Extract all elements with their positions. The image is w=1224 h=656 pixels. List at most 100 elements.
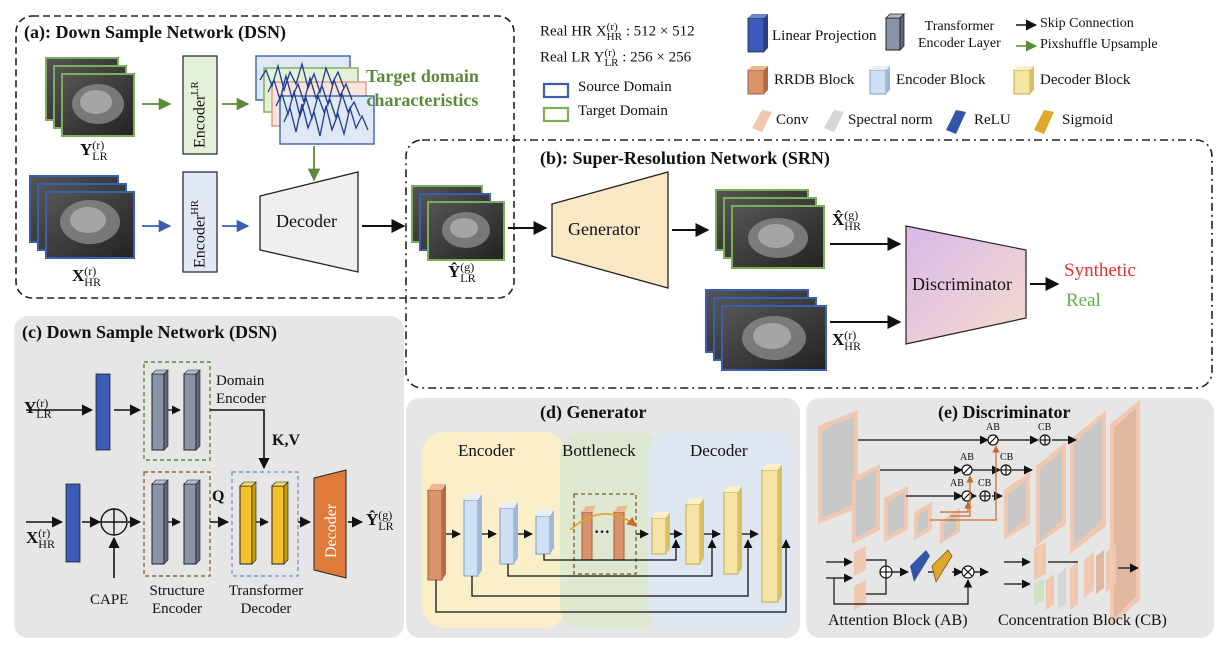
d-bottleneck-label: Bottleneck (562, 441, 636, 460)
legend-relu: ReLU (974, 112, 1011, 128)
c-input-arrows (26, 404, 142, 578)
legend-skip-connection: Skip Connection (1040, 16, 1134, 31)
y-lr-real-label: Y(r)LR (80, 138, 108, 164)
e-cb-label-3: CB (978, 478, 992, 489)
relu-swatch (946, 110, 966, 134)
x-hr-real-b-label: X(r)HR (832, 328, 861, 354)
panel-b-border (405, 139, 1213, 389)
panel-c-title: (c) Down Sample Network (DSN) (22, 322, 277, 342)
legend-real-lr: Real LR Y(r)LR : 256 × 256 (540, 47, 692, 69)
generator-label: Generator (568, 219, 640, 239)
generated-lr-image-stack (411, 185, 505, 261)
x-hr-real-label: X(r)HR (72, 264, 101, 290)
e-skip-connections (858, 435, 1077, 501)
legend-target-domain: Target Domain (578, 103, 668, 119)
cape-label: CAPE (90, 592, 129, 608)
generated-hr-image-stack (715, 189, 825, 269)
c-decoder-shape (313, 469, 347, 579)
c-x-hr-label: X(r)HR (26, 526, 55, 552)
y-lr-generated-label: Ŷ(g)LR (448, 260, 476, 286)
synthetic-label: Synthetic (1064, 260, 1136, 281)
decoder-a-label: Decoder (276, 211, 337, 231)
discriminator-label: Discriminator (912, 274, 1012, 294)
d-encoder-label: Encoder (458, 441, 515, 460)
concentration-block-detail (1004, 542, 1139, 610)
e-orange-links (930, 445, 1000, 521)
legend-spectral-norm: Spectral norm (848, 112, 933, 128)
d-decoder-region (648, 432, 794, 628)
structure-encoder-dashbox (143, 471, 211, 577)
encoder-lr-box (182, 55, 218, 155)
d-decoder-label: Decoder (690, 441, 748, 460)
c-decoder-label: Decoder (323, 503, 340, 558)
d-connections (435, 529, 791, 613)
e-ab-label-3: AB (950, 478, 964, 489)
sigmoid-swatch (1034, 110, 1054, 134)
linear-projection-swatch (747, 14, 768, 53)
c-linear-projection-bottom (65, 483, 81, 563)
e-cb-label-2: CB (1000, 452, 1014, 463)
d-bottleneck-region (560, 432, 660, 628)
real-hr-image-stack (705, 289, 827, 371)
legend-sigmoid: Sigmoid (1062, 112, 1113, 128)
panel-d-title: (d) Generator (540, 402, 647, 422)
encoder-block-swatch (869, 66, 890, 95)
legend-source-domain: Source Domain (578, 79, 672, 95)
panel-c-bg (14, 316, 404, 638)
legend-real-hr: Real HR X(r)HR : 512 × 512 (540, 21, 695, 43)
domain-encoder-dashbox (143, 361, 211, 461)
encoder-lr-label: EncoderLR (190, 81, 209, 148)
domain-encoder-layers (151, 369, 201, 451)
d-rrdb-dots: ··· (594, 524, 611, 541)
source-domain-swatch (542, 82, 570, 99)
encoder-hr-box (182, 171, 218, 273)
panel-e-title: (e) Discriminator (938, 402, 1071, 422)
spectral-norm-swatch (824, 110, 844, 132)
decoder-a-shape (259, 171, 359, 273)
target-domain-swatch (542, 106, 570, 123)
real-label: Real (1066, 290, 1101, 311)
decoder-block-swatch (1013, 66, 1034, 95)
c-linear-projection-top (95, 373, 111, 451)
source-hr-image-stack (29, 175, 135, 259)
legend-rrdb: RRDB Block (774, 72, 855, 88)
d-encoder-blocks (427, 484, 554, 581)
e-ab-cb-nodes (961, 434, 1051, 502)
c-y-lr-label: Y(r)LR (24, 396, 52, 422)
transformer-decoder-dashbox (231, 471, 299, 577)
e-encoder-stack (818, 410, 932, 544)
legend-linear-projection: Linear Projection (772, 28, 877, 44)
kv-label: K,V (272, 432, 300, 449)
conv-swatch (752, 110, 772, 132)
panel-a-border (15, 15, 515, 299)
target-feature-maps (255, 55, 375, 145)
concentration-block-label: Concentration Block (CB) (998, 612, 1167, 629)
legend-pixshuffle: Pixshuffle Upsample (1040, 37, 1158, 52)
e-ab-label-1: AB (986, 422, 1000, 433)
generator-shape (551, 171, 669, 289)
panel-b-title: (b): Super-Resolution Network (SRN) (540, 148, 830, 168)
encoder-hr-label: EncoderHR (190, 200, 209, 268)
e-cb-label-1: CB (1038, 422, 1052, 433)
transformer-decoder-layers (239, 481, 289, 565)
d-decoder-blocks (651, 464, 782, 603)
legend-decoder-block: Decoder Block (1040, 72, 1131, 88)
transformer-encoder-swatch (885, 13, 905, 51)
attention-block-label: Attention Block (AB) (828, 612, 968, 629)
q-label: Q (212, 488, 225, 505)
e-ab-label-2: AB (960, 452, 974, 463)
x-hr-generated-label: X̂(g)HR (832, 208, 861, 234)
rrdb-swatch (747, 66, 768, 95)
attention-block-detail (826, 546, 989, 610)
legend-conv: Conv (776, 112, 809, 128)
discriminator-shape (905, 225, 1027, 345)
target-lr-image-stack (45, 57, 135, 137)
c-y-hat-label: Ŷ(g)LR (366, 508, 394, 534)
legend-encoder-block: Encoder Block (896, 72, 986, 88)
